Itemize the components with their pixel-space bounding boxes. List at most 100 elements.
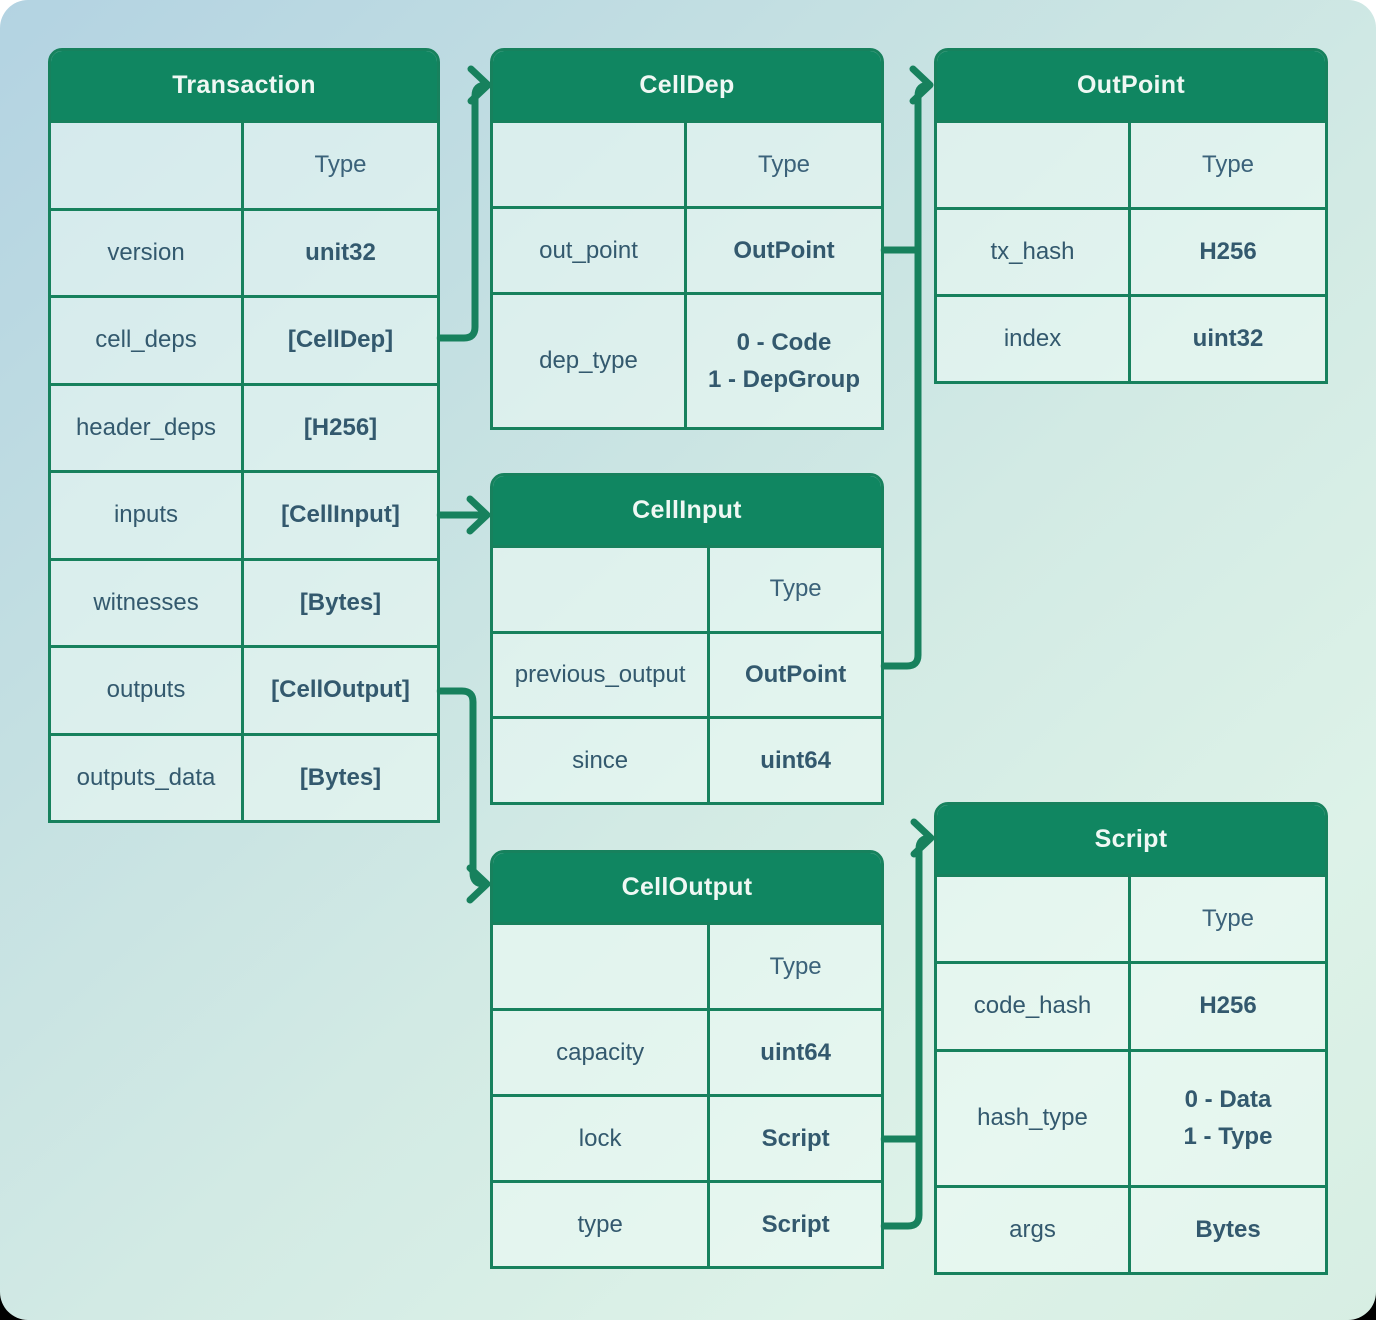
type-line: [CellInput] bbox=[281, 501, 400, 529]
type-column-label: Type bbox=[1131, 123, 1325, 207]
field-name: hash_type bbox=[937, 1051, 1131, 1185]
type-line: Type bbox=[769, 952, 822, 980]
type-line: unit32 bbox=[305, 238, 376, 266]
type-column-label: Type bbox=[244, 123, 437, 208]
type-line: Script bbox=[761, 1124, 830, 1152]
type-line: uint64 bbox=[760, 1038, 831, 1066]
type-line: uint64 bbox=[760, 746, 831, 774]
field-name: out_point bbox=[493, 209, 687, 293]
arrowhead-outpoint bbox=[909, 65, 934, 105]
field-name bbox=[51, 123, 244, 208]
type-line: [H256] bbox=[303, 413, 378, 441]
field-type: H256 bbox=[1131, 210, 1325, 294]
field-name bbox=[937, 123, 1131, 207]
type-line: H256 bbox=[1199, 992, 1257, 1020]
table-row: header_deps [H256] bbox=[51, 382, 437, 471]
field-name: header_deps bbox=[51, 385, 244, 470]
arrowhead-celldep bbox=[467, 65, 492, 105]
arrowhead-script bbox=[910, 818, 935, 858]
table-row: previous_output OutPoint bbox=[493, 630, 881, 717]
field-name: outputs_data bbox=[51, 735, 244, 820]
table-row: index uint32 bbox=[937, 294, 1325, 381]
field-type: [Bytes] bbox=[244, 736, 437, 821]
type-header-row: Type bbox=[493, 922, 881, 1008]
type-line: Type bbox=[757, 150, 811, 178]
type-header-row: Type bbox=[937, 874, 1325, 962]
table-body: Type code_hash H256 hash_type 0 - Data 1 - Ty… bbox=[937, 874, 1325, 1272]
field-name: lock bbox=[493, 1097, 711, 1180]
field-type: [H256] bbox=[244, 386, 437, 471]
type-line: 0 - Data bbox=[1184, 1085, 1272, 1113]
arrowhead-celloutput bbox=[466, 864, 491, 904]
table-row: outputs_data [Bytes] bbox=[51, 732, 437, 821]
field-type: [CellInput] bbox=[244, 473, 437, 558]
field-name: outputs bbox=[51, 648, 244, 733]
field-type: 0 - Code 1 - DepGroup bbox=[687, 295, 881, 427]
field-name: witnesses bbox=[51, 560, 244, 645]
connector-previous-output-to-outpoint bbox=[880, 81, 933, 670]
type-header-row: Type bbox=[937, 120, 1325, 207]
type-line: 1 - Type bbox=[1183, 1122, 1273, 1150]
field-name: dep_type bbox=[493, 295, 687, 427]
type-header-row: Type bbox=[493, 120, 881, 207]
field-name: index bbox=[937, 297, 1131, 381]
type-line: uint32 bbox=[1192, 325, 1264, 352]
table-row: inputs [CellInput] bbox=[51, 470, 437, 558]
type-line: Type bbox=[1201, 905, 1255, 933]
type-line: [CellOutput] bbox=[271, 676, 410, 704]
field-name: code_hash bbox=[937, 964, 1131, 1049]
type-line: OutPoint bbox=[733, 236, 835, 264]
table-title: CellDep bbox=[493, 51, 881, 120]
type-header-row: Type bbox=[51, 120, 437, 208]
table-title: Script bbox=[937, 805, 1325, 874]
type-line: 0 - Code bbox=[736, 328, 832, 356]
table-title: CellInput bbox=[493, 476, 881, 545]
field-name: tx_hash bbox=[937, 210, 1131, 294]
type-line: Script bbox=[761, 1210, 830, 1238]
type-line: 1 - DepGroup bbox=[707, 365, 860, 393]
field-type: Bytes bbox=[1131, 1188, 1325, 1272]
field-name: type bbox=[493, 1183, 711, 1266]
field-type: 0 - Data 1 - Type bbox=[1131, 1052, 1325, 1185]
field-type: H256 bbox=[1131, 964, 1325, 1048]
type-line: Bytes bbox=[1195, 1215, 1261, 1243]
field-type: unit32 bbox=[244, 211, 437, 296]
field-name: previous_output bbox=[493, 633, 711, 717]
field-type: [CellOutput] bbox=[244, 648, 437, 733]
type-column-label: Type bbox=[710, 925, 881, 1008]
type-line: Type bbox=[314, 151, 367, 179]
field-type: OutPoint bbox=[710, 634, 881, 717]
connector-outputs-to-celloutput bbox=[436, 687, 490, 888]
field-name: inputs bbox=[51, 473, 244, 558]
connector-type-to-script bbox=[880, 834, 934, 1230]
type-line: Type bbox=[1201, 151, 1255, 178]
field-type: uint32 bbox=[1131, 297, 1325, 381]
field-name bbox=[493, 925, 711, 1008]
field-type: OutPoint bbox=[687, 209, 881, 292]
table-title: Transaction bbox=[51, 51, 437, 120]
field-type: [Bytes] bbox=[244, 561, 437, 646]
type-column-label: Type bbox=[1131, 877, 1325, 961]
type-line: [Bytes] bbox=[299, 763, 382, 791]
table-row: code_hash H256 bbox=[937, 961, 1325, 1049]
table-row: witnesses [Bytes] bbox=[51, 557, 437, 646]
field-name: cell_deps bbox=[51, 298, 244, 383]
field-type: [CellDep] bbox=[244, 298, 437, 383]
type-line: [Bytes] bbox=[299, 588, 382, 616]
type-line: OutPoint bbox=[744, 661, 847, 688]
table-row: dep_type 0 - Code 1 - DepGroup bbox=[493, 292, 881, 427]
type-header-row: Type bbox=[493, 545, 881, 631]
table-row: cell_deps[CellDep] bbox=[51, 295, 437, 383]
type-column-label: Type bbox=[687, 123, 881, 206]
